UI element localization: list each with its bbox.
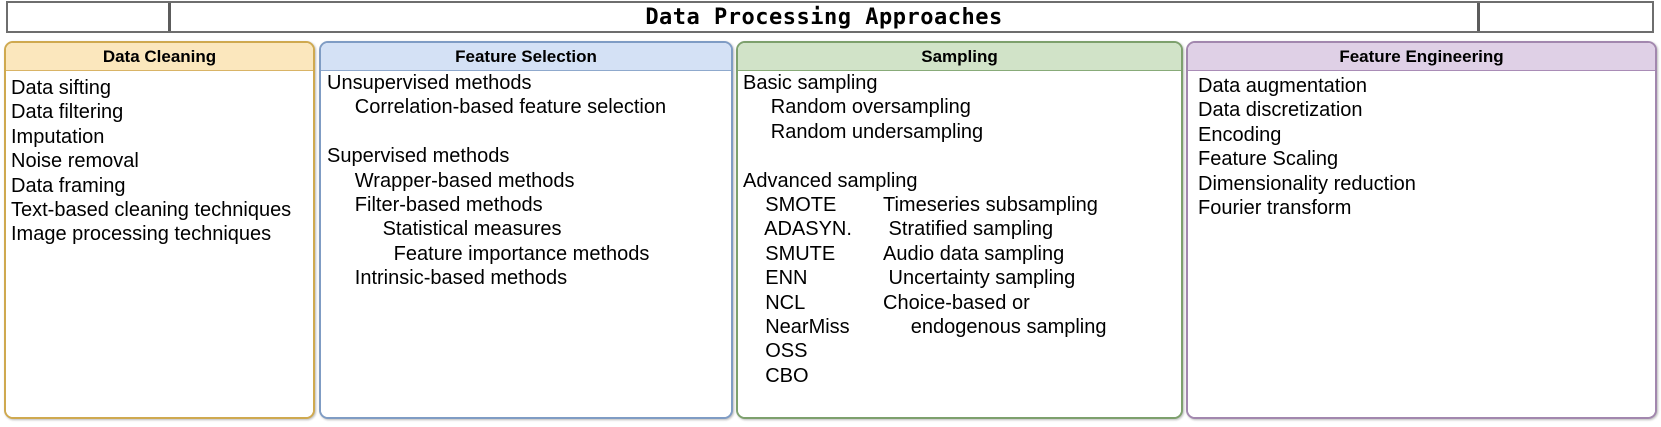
technique-name: CBO xyxy=(743,364,809,387)
list-item: Intrinsic-based methods xyxy=(327,267,568,290)
list-row: ADASYN. Stratified sampling xyxy=(743,217,1181,241)
technique-name: Timeseries subsampling xyxy=(883,194,1098,217)
list-row: OSS xyxy=(743,339,1181,363)
panel-feature-selection[interactable]: Feature Selection Unsupervised methods C… xyxy=(319,41,733,419)
list-item: Data filtering xyxy=(11,101,124,124)
technique-name xyxy=(883,339,1181,363)
list-item: Supervised methods xyxy=(327,145,510,168)
list-item: Dimensionality reduction xyxy=(1198,172,1416,195)
list-item: Unsupervised methods xyxy=(327,72,532,94)
technique-name: Audio data sampling xyxy=(883,242,1065,265)
panel-feature-engineering[interactable]: Feature Engineering Data augmentation Da… xyxy=(1186,41,1657,419)
panel-header-feature-engineering: Feature Engineering xyxy=(1188,43,1655,71)
list-row: CBO xyxy=(743,364,1181,388)
list-item: Data framing xyxy=(11,174,126,197)
list-spacer xyxy=(327,120,731,144)
technique-name xyxy=(883,364,1181,388)
list-row: NCL Choice-based or xyxy=(743,291,1181,315)
list-item: Statistical measures xyxy=(327,218,562,241)
list-item: Data augmentation xyxy=(1198,75,1368,97)
panel-header-data-cleaning: Data Cleaning xyxy=(6,43,313,71)
panel-title-feature-selection: Feature Selection xyxy=(455,46,597,66)
technique-name: NearMiss xyxy=(743,316,850,339)
list-row: SMUTE Audio data sampling xyxy=(743,242,1181,266)
list-item: Random undersampling xyxy=(743,120,984,143)
page-title: Data Processing Approaches xyxy=(645,4,1003,30)
technique-name: SMOTE xyxy=(743,194,837,217)
panel-body-feature-selection: Unsupervised methods Correlation-based f… xyxy=(321,71,731,417)
list-row: NearMiss endogenous sampling xyxy=(743,315,1181,339)
list-item: Feature Scaling xyxy=(1198,148,1339,171)
technique-name: endogenous sampling xyxy=(883,316,1107,339)
title-cell-left xyxy=(8,3,171,31)
panel-title-feature-engineering: Feature Engineering xyxy=(1339,46,1504,66)
list-item: Correlation-based feature selection xyxy=(327,96,667,119)
list-item: Random oversampling xyxy=(743,96,971,119)
list-item: Noise removal xyxy=(11,150,139,173)
list-spacer xyxy=(743,144,1181,168)
technique-name: ENN xyxy=(743,267,808,290)
list-item: Advanced sampling xyxy=(743,169,918,192)
panel-body-feature-engineering: Data augmentation Data discretization En… xyxy=(1188,71,1655,417)
title-cell-right xyxy=(1480,3,1652,31)
list-row: ENN Uncertainty sampling xyxy=(743,266,1181,290)
panel-body-sampling: Basic sampling Random oversampling Rando… xyxy=(738,71,1181,417)
list-item: Basic sampling xyxy=(743,72,878,94)
list-item: Text-based cleaning techniques xyxy=(11,199,292,222)
title-bar: Data Processing Approaches xyxy=(6,1,1654,33)
list-item: Data discretization xyxy=(1198,99,1363,122)
panel-sampling[interactable]: Sampling Basic sampling Random oversampl… xyxy=(736,41,1183,419)
panel-data-cleaning[interactable]: Data Cleaning Data sifting Data filterin… xyxy=(4,41,315,419)
list-item: Encoding xyxy=(1198,123,1282,146)
technique-name: Uncertainty sampling xyxy=(883,267,1076,290)
list-item: Wrapper-based methods xyxy=(327,169,575,192)
panel-header-sampling: Sampling xyxy=(738,43,1181,71)
list-item: Image processing techniques xyxy=(11,223,272,246)
title-cell-center: Data Processing Approaches xyxy=(171,3,1480,31)
technique-name: ADASYN. xyxy=(743,218,852,241)
list-item: Feature importance methods xyxy=(327,242,650,265)
list-row: SMOTE Timeseries subsampling xyxy=(743,193,1181,217)
list-item: Imputation xyxy=(11,125,105,148)
technique-name: Choice-based or xyxy=(883,291,1030,314)
technique-name: Stratified sampling xyxy=(883,218,1054,241)
technique-name: OSS xyxy=(743,340,808,363)
list-item: Filter-based methods xyxy=(327,194,543,217)
list-item: Fourier transform xyxy=(1198,197,1352,220)
technique-name: NCL xyxy=(743,291,806,314)
panel-title-sampling: Sampling xyxy=(921,46,998,66)
panel-body-data-cleaning: Data sifting Data filtering Imputation N… xyxy=(6,71,313,417)
panel-header-feature-selection: Feature Selection xyxy=(321,43,731,71)
list-item: Data sifting xyxy=(11,77,112,99)
technique-name: SMUTE xyxy=(743,242,836,265)
panel-title-data-cleaning: Data Cleaning xyxy=(102,46,217,66)
